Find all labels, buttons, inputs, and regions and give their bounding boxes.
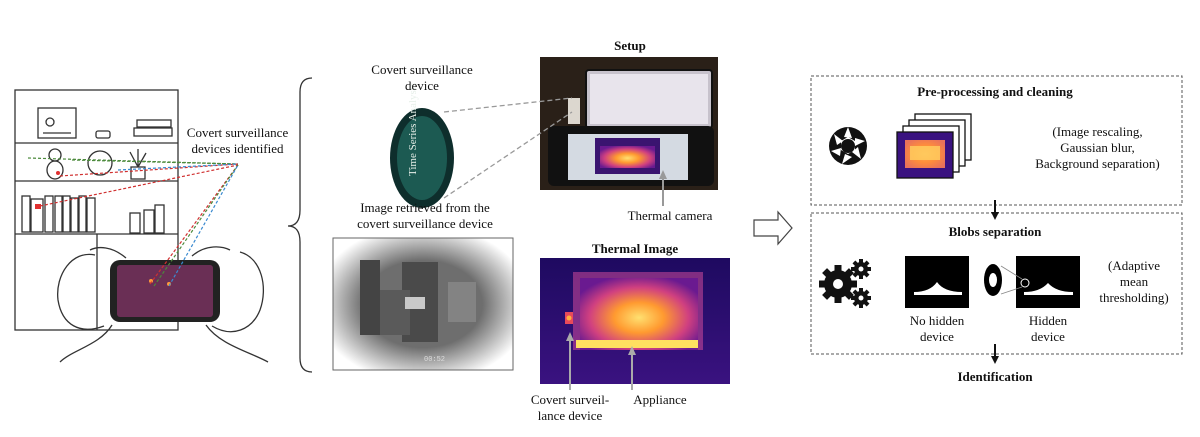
gears-icon xyxy=(819,259,871,308)
picture-frame xyxy=(37,107,77,139)
stage1-note: (Image rescaling, Gaussian blur, Backgro… xyxy=(1035,124,1160,171)
thermal-image-title: Thermal Image xyxy=(591,241,679,256)
right-arrow-icon xyxy=(753,210,793,246)
bottle-text: Time Series Analysis xyxy=(407,83,419,176)
hidden-device-label: Hidden device xyxy=(1028,313,1068,344)
no-hidden-device-label: No hidden device xyxy=(909,313,965,344)
books-row xyxy=(21,195,31,233)
marker-device-1 xyxy=(35,204,41,209)
stage1-box xyxy=(810,75,1183,206)
marker-device-2 xyxy=(56,171,60,175)
image-retrieved-label: Image retrieved from the covert surveill… xyxy=(357,200,493,231)
setup-title: Setup xyxy=(614,38,646,53)
aperture-icon xyxy=(829,127,867,165)
stage1-title: Pre-processing and cleaning xyxy=(917,84,1073,99)
stage3-title: Identification xyxy=(957,369,1033,384)
stage2-note: (Adaptive mean thresholding) xyxy=(1099,258,1169,305)
camera-timestamp: 00:52 xyxy=(424,356,445,364)
bottles xyxy=(129,212,141,234)
devices-identified-label: Covert surveillance devices identified xyxy=(186,125,289,156)
covert-device-bottom-label: Covert surveil- lance device xyxy=(530,392,610,423)
phone-screen xyxy=(117,265,213,317)
no-hidden-device-blob xyxy=(905,256,969,308)
hidden-device-blob xyxy=(984,256,1080,308)
fish-bowl xyxy=(87,150,113,176)
grouping-brace xyxy=(287,77,313,373)
stage2-title: Blobs separation xyxy=(948,224,1042,239)
appliance-label: Appliance xyxy=(633,392,687,407)
thermal-camera-label: Thermal camera xyxy=(627,208,713,223)
thermal-frames-stack xyxy=(896,113,972,179)
left-hand xyxy=(57,253,105,330)
right-hand xyxy=(211,251,264,333)
covert-device-label: Covert surveillance device xyxy=(371,62,473,93)
